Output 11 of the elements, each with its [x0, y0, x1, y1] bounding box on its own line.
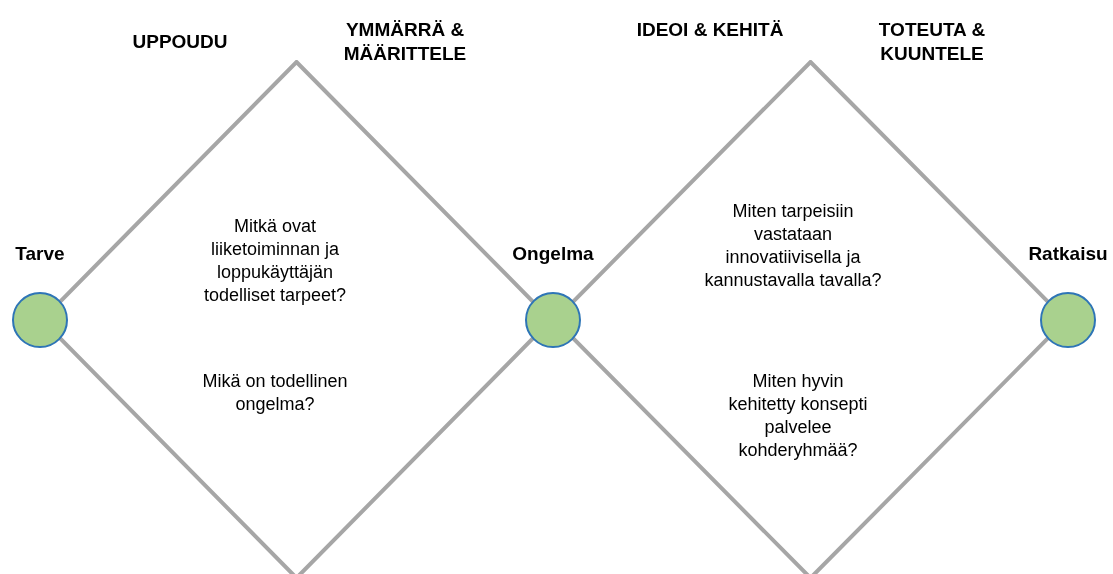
phase-heading: TOTEUTA & KUUNTELE	[877, 18, 987, 66]
stage-label: Ratkaisu	[1027, 242, 1109, 266]
question-text: Miten hyvin kehitetty konsepti palvelee kohderyhmää?	[727, 370, 869, 462]
stage-label: Tarve	[14, 242, 66, 266]
question-text: Miten tarpeisiin vastataan innovatiivisella ja kannustavalla tavalla?	[703, 200, 883, 292]
question-text: Mikä on todellinen ongelma?	[201, 370, 349, 416]
stage-label: Ongelma	[511, 242, 595, 266]
phase-heading: IDEOI & KEHITÄ	[635, 18, 785, 42]
phase-heading: UPPOUDU	[131, 30, 229, 54]
question-text: Mitkä ovat liiketoiminnan ja loppukäyttäjän todelliset tarpeet?	[202, 215, 348, 307]
phase-heading: YMMÄRRÄ & MÄÄRITTELE	[342, 18, 468, 66]
